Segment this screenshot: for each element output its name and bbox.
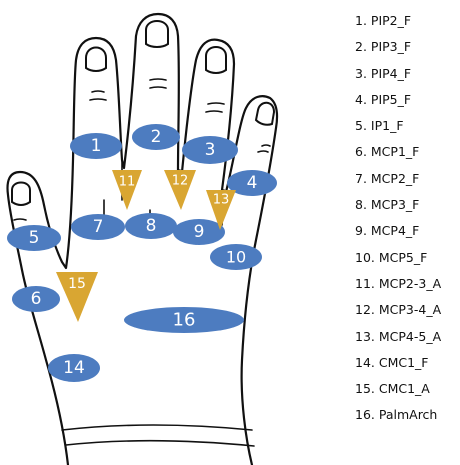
joint-marker-number: 4 bbox=[247, 173, 258, 193]
joint-marker-5: 5 bbox=[7, 225, 61, 251]
joint-marker-3: 3 bbox=[182, 136, 238, 164]
joint-marker-number: 3 bbox=[205, 140, 216, 160]
joint-marker-number: 12 bbox=[172, 174, 189, 189]
joint-marker-number: 8 bbox=[146, 216, 157, 236]
legend-item: 5. IP1_F bbox=[355, 113, 460, 139]
legend-item: 6. MCP1_F bbox=[355, 139, 460, 165]
joint-marker-2: 2 bbox=[132, 124, 180, 150]
legend-item: 3. PIP4_F bbox=[355, 61, 460, 87]
legend-item: 13. MCP4-5_A bbox=[355, 324, 460, 350]
legend-item: 2. PIP3_F bbox=[355, 34, 460, 60]
joint-marker-12: 12 bbox=[164, 170, 196, 210]
joint-marker-14: 14 bbox=[48, 354, 100, 382]
joint-marker-1: 1 bbox=[70, 133, 122, 159]
legend-item: 9. MCP4_F bbox=[355, 218, 460, 244]
joint-marker-number: 16 bbox=[173, 310, 196, 331]
joint-marker-16: 16 bbox=[124, 307, 244, 333]
joint-marker-10: 10 bbox=[210, 244, 262, 270]
joint-marker-6: 6 bbox=[12, 286, 60, 312]
joint-marker-number: 15 bbox=[68, 276, 86, 292]
legend-item: 11. MCP2-3_A bbox=[355, 271, 460, 297]
joint-marker-number: 5 bbox=[29, 228, 40, 248]
legend-item: 15. CMC1_A bbox=[355, 376, 460, 402]
legend-item: 12. MCP3-4_A bbox=[355, 297, 460, 323]
legend-item: 4. PIP5_F bbox=[355, 87, 460, 113]
legend-item: 16. PalmArch bbox=[355, 402, 460, 428]
joint-marker-11: 11 bbox=[112, 170, 142, 210]
joint-marker-number: 11 bbox=[119, 175, 136, 190]
joint-marker-number: 9 bbox=[194, 222, 205, 242]
joint-marker-number: 10 bbox=[226, 248, 246, 267]
legend-item: 10. MCP5_F bbox=[355, 245, 460, 271]
joint-marker-8: 8 bbox=[125, 213, 177, 239]
joint-marker-number: 13 bbox=[213, 193, 230, 208]
joint-marker-number: 2 bbox=[151, 127, 162, 147]
legend-item: 8. MCP3_F bbox=[355, 192, 460, 218]
joint-marker-number: 1 bbox=[91, 136, 102, 156]
joint-marker-9: 9 bbox=[173, 219, 225, 245]
legend-item: 1. PIP2_F bbox=[355, 8, 460, 34]
joint-marker-15: 15 bbox=[56, 272, 98, 322]
joint-marker-number: 14 bbox=[63, 358, 85, 378]
joint-marker-7: 7 bbox=[71, 214, 125, 240]
joint-marker-number: 6 bbox=[31, 289, 42, 309]
joint-marker-number: 7 bbox=[93, 217, 104, 237]
legend-item: 14. CMC1_F bbox=[355, 350, 460, 376]
legend-item: 7. MCP2_F bbox=[355, 166, 460, 192]
